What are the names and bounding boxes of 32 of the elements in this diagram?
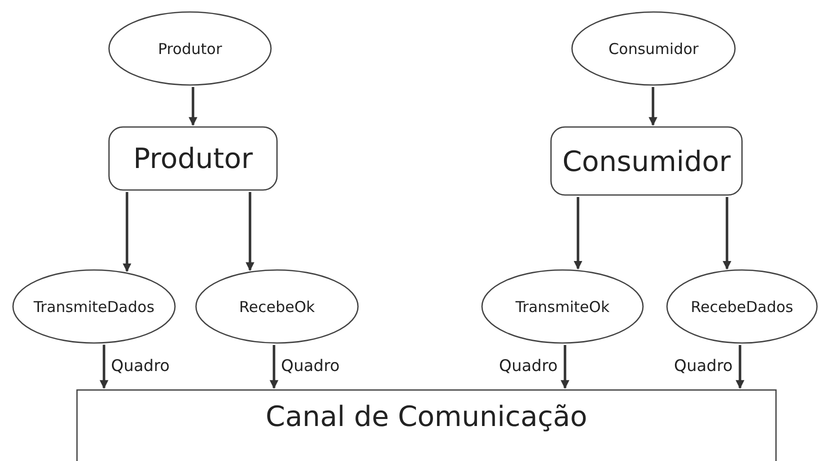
arrow: [246, 192, 254, 271]
edge-label: Quadro: [498, 356, 559, 376]
node-label: Produtor: [158, 40, 222, 58]
arrow: [122, 192, 132, 272]
arrow: [736, 344, 744, 389]
edge-label: Quadro: [110, 356, 171, 376]
node-label: Consumidor: [562, 144, 731, 178]
node-label: Consumidor: [608, 40, 699, 58]
node-label: TransmiteDados: [34, 298, 154, 316]
channel-box: [77, 390, 776, 461]
ellipse-node: [196, 270, 358, 343]
node-label: Produtor: [133, 142, 253, 175]
ellipse-node: [667, 270, 817, 343]
arrow: [574, 197, 582, 270]
ellipse-node: [572, 12, 735, 85]
arrow: [270, 344, 278, 389]
rounded-box: [551, 127, 742, 195]
node-label: RecebeOk: [239, 298, 315, 316]
arrow: [648, 87, 658, 126]
arrow: [100, 344, 108, 389]
edge-label: Quadro: [673, 356, 734, 376]
edge-label: Quadro: [280, 356, 341, 376]
ellipse-node: [109, 12, 271, 85]
arrow: [722, 197, 732, 270]
arrow: [188, 86, 198, 126]
ellipse-node: [482, 270, 643, 343]
node-label: Canal de Comunicação: [266, 400, 588, 432]
rounded-box: [109, 127, 277, 190]
node-label: RecebeDados: [690, 298, 794, 316]
arrow: [560, 344, 570, 389]
ellipse-node: [13, 270, 175, 343]
node-label: TransmiteOk: [515, 298, 610, 316]
